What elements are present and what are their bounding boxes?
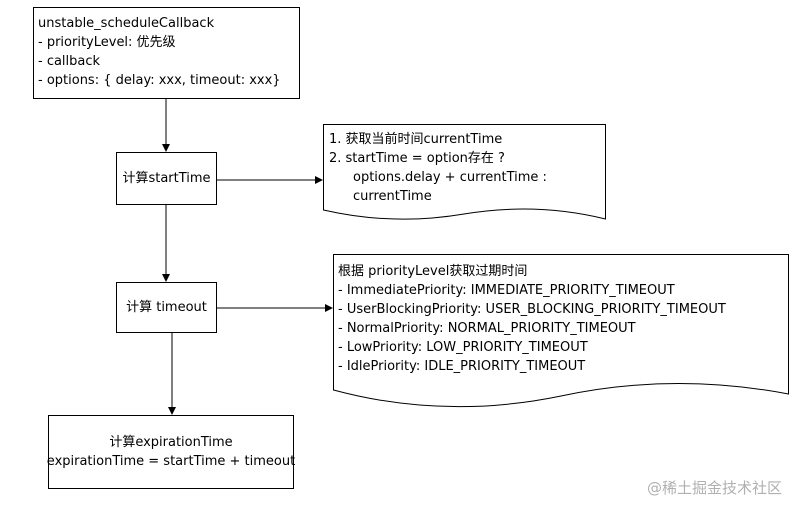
- start-note-line-3: options.delay + currentTime :: [353, 170, 547, 185]
- note-shape: [323, 124, 606, 220]
- param-options: - options: { delay: xxx, timeout: xxx}: [38, 73, 281, 88]
- watermark: @稀土掘金技术社区: [646, 479, 782, 497]
- timeout-note-idle: - IdlePriority: IDLE_PRIORITY_TIMEOUT: [338, 359, 586, 374]
- timeout-note-low: - LowPriority: LOW_PRIORITY_TIMEOUT: [338, 340, 588, 355]
- compute-timeout-box: 计算 timeout: [116, 282, 217, 333]
- compute-start-time-box: 计算startTime: [116, 152, 217, 205]
- timeout-note-title: 根据 priorityLevel获取过期时间: [338, 264, 528, 279]
- expiration-formula: expirationTime = startTime + timeout: [46, 454, 296, 469]
- start-note-line-4: currentTime: [353, 189, 432, 204]
- param-callback: - callback: [38, 54, 101, 69]
- timeout-note-normal: - NormalPriority: NORMAL_PRIORITY_TIMEOU…: [338, 321, 636, 336]
- compute-start-time-label: 计算startTime: [122, 171, 211, 186]
- expiration-title: 计算expirationTime: [109, 435, 233, 450]
- note-shape: [333, 254, 789, 408]
- start-note-line-1: 1. 获取当前时间currentTime: [329, 132, 503, 147]
- compute-timeout-label: 计算 timeout: [126, 300, 207, 315]
- timeout-note-user-blocking: - UserBlockingPriority: USER_BLOCKING_PR…: [338, 302, 726, 317]
- function-name: unstable_scheduleCallback: [38, 16, 215, 31]
- schedule-callback-box: unstable_scheduleCallback - priorityLeve…: [33, 7, 300, 99]
- timeout-note-immediate: - ImmediatePriority: IMMEDIATE_PRIORITY_…: [338, 283, 675, 298]
- start-note-line-2: 2. startTime = option存在 ?: [329, 151, 505, 166]
- param-priority-level: - priorityLevel: 优先级: [38, 35, 176, 50]
- timeout-note: 根据 priorityLevel获取过期时间 - ImmediatePriori…: [333, 254, 789, 418]
- compute-expiration-time-box: 计算expirationTime expirationTime = startT…: [46, 415, 296, 489]
- start-time-note: 1. 获取当前时间currentTime 2. startTime = opti…: [323, 124, 606, 222]
